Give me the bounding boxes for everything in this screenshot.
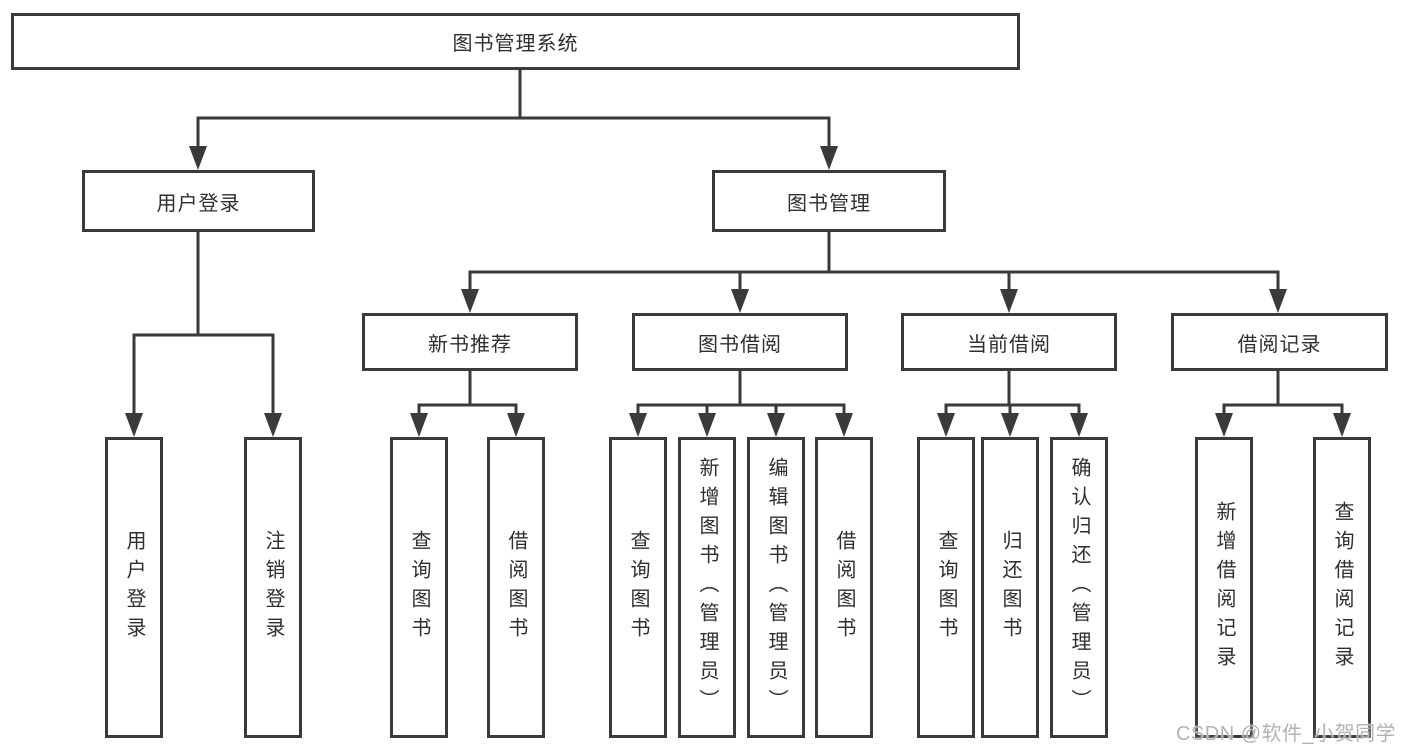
- node-book-borrow: 图书借阅: [632, 313, 848, 371]
- watermark: CSDN @软件_小贺同学: [1176, 723, 1397, 745]
- leaf-borrow-books-recommend: 借阅图书: [487, 437, 545, 738]
- leaf-query-books-borrow: 查询图书: [609, 437, 667, 738]
- leaf-add-borrow-record: 新增借阅记录: [1195, 437, 1253, 738]
- leaf-return-book: 归还图书: [981, 437, 1039, 738]
- leaf-query-books-current: 查询图书: [917, 437, 975, 738]
- leaf-user-login: 用户登录: [105, 437, 163, 738]
- leaf-query-books-recommend: 查询图书: [390, 437, 448, 738]
- leaf-confirm-return-admin: 确认归还（管理员）: [1050, 437, 1108, 738]
- node-current-borrow: 当前借阅: [901, 313, 1117, 371]
- node-borrow-records: 借阅记录: [1171, 313, 1388, 371]
- leaf-query-borrow-record: 查询借阅记录: [1313, 437, 1371, 738]
- leaf-add-book-admin: 新增图书（管理员）: [678, 437, 736, 738]
- node-book-management: 图书管理: [712, 170, 946, 232]
- node-user-login: 用户登录: [82, 170, 315, 232]
- leaf-borrow-books-borrow: 借阅图书: [815, 437, 873, 738]
- node-library-system: 图书管理系统: [11, 13, 1020, 70]
- leaf-edit-book-admin: 编辑图书（管理员）: [747, 437, 805, 738]
- leaf-logout: 注销登录: [244, 437, 302, 738]
- node-new-book-recommend: 新书推荐: [362, 313, 578, 371]
